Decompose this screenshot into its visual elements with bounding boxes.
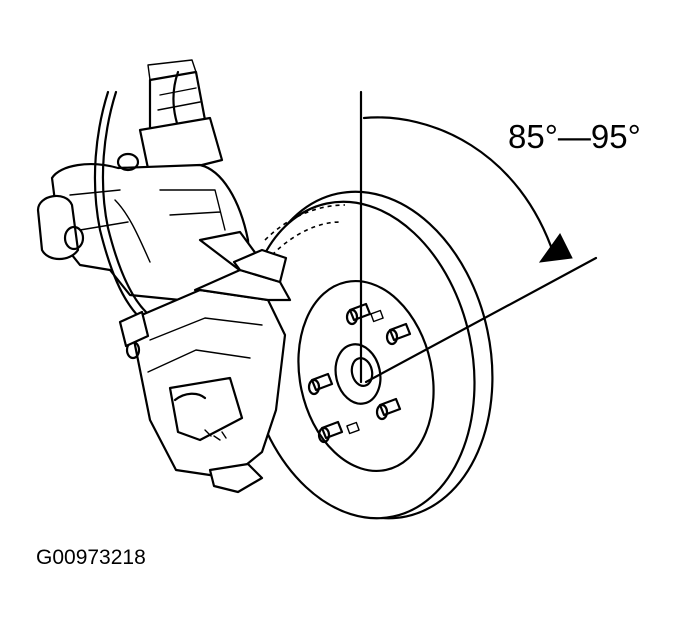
angle-indicator [359, 90, 598, 384]
steering-knuckle [36, 59, 264, 320]
angle-range-label: 85°—95° [508, 118, 641, 155]
angle-arc [362, 116, 557, 260]
perpendicular-line [364, 256, 598, 384]
arrowhead-icon [538, 233, 573, 263]
figure-code: G00973218 [36, 546, 146, 569]
brake-caliper [118, 248, 292, 494]
